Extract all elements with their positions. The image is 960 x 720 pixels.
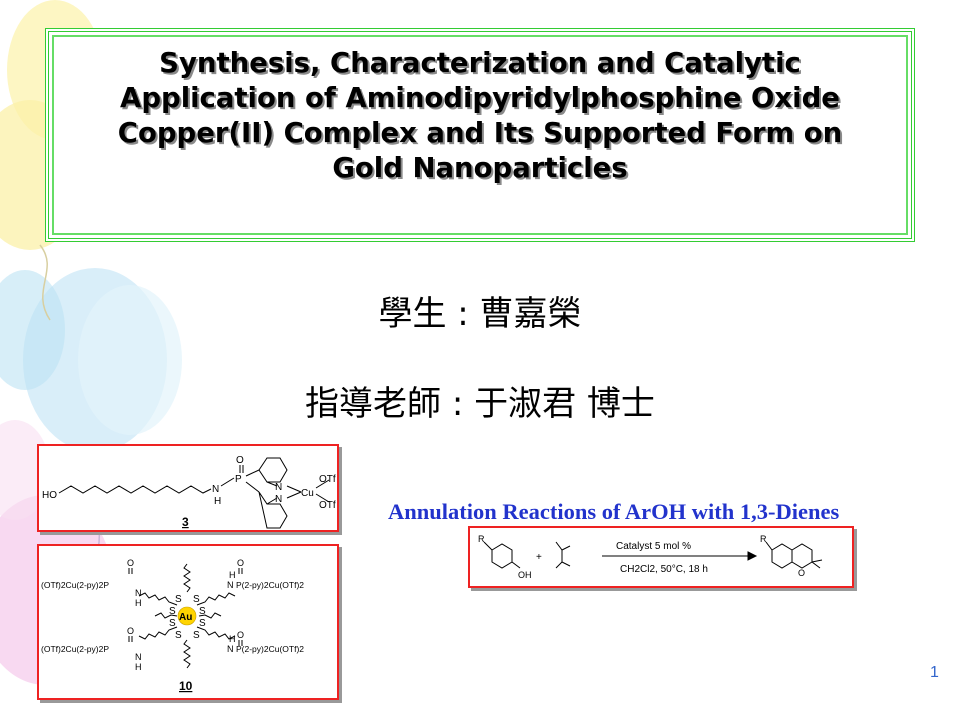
atom-h-2: H bbox=[135, 662, 142, 672]
advisor-name: 指導老師 : 于淑君 博士 bbox=[305, 384, 655, 424]
atom-o-1: O bbox=[127, 558, 134, 568]
compound-10-box: (OTf)2Cu(2-py)2P (OTf)2Cu(2-py)2P P(2-py… bbox=[37, 544, 339, 700]
left-group-2: (OTf)2Cu(2-py)2P bbox=[41, 644, 109, 654]
atom-s-5: S bbox=[169, 618, 176, 629]
atom-au: Au bbox=[179, 612, 192, 623]
atom-s-4: S bbox=[199, 606, 206, 617]
compound-10-label: 10 bbox=[179, 679, 193, 693]
atom-o-4: O bbox=[237, 630, 244, 640]
atom-s-7: S bbox=[175, 630, 182, 641]
right-group-2: P(2-py)2Cu(OTf)2 bbox=[236, 644, 304, 654]
plus-sign: + bbox=[536, 552, 542, 563]
title-line-3: Copper(II) Complex and Its Supported For… bbox=[117, 117, 843, 149]
compound-3-box: HO N H P O N N Cu OTf OTf 3 bbox=[37, 444, 339, 532]
compound-10-structure: (OTf)2Cu(2-py)2P (OTf)2Cu(2-py)2P P(2-py… bbox=[41, 558, 304, 693]
atom-o-3: O bbox=[237, 558, 244, 568]
atom-o: O bbox=[236, 455, 244, 466]
atom-h-1: H bbox=[135, 598, 142, 608]
slide-title: Synthesis, Characterization and Catalyti… bbox=[61, 46, 899, 186]
atom-h-3: H bbox=[229, 570, 236, 580]
compound-3-structure: HO N H P O N N Cu OTf OTf 3 bbox=[42, 455, 336, 529]
conditions-label: CH2Cl2, 50°C, 18 h bbox=[620, 564, 708, 575]
title-line-2: Application of Aminodipyridylphosphine O… bbox=[120, 82, 840, 114]
atom-otf-1: OTf bbox=[319, 474, 336, 485]
atom-cu: Cu bbox=[301, 488, 314, 499]
student-name: 學生 : 曹嘉榮 bbox=[378, 294, 582, 334]
gold-core bbox=[177, 606, 197, 626]
atom-n-py2: N bbox=[275, 494, 282, 505]
atom-n-1: N bbox=[135, 588, 142, 598]
title-line-4: Gold Nanoparticles bbox=[332, 152, 628, 184]
reaction-scheme-box: R OH + Catalyst 5 mol % CH2Cl2, 50°C, 18… bbox=[468, 526, 854, 588]
atom-p: P bbox=[235, 474, 242, 485]
atom-n-4: N bbox=[227, 644, 234, 654]
atom-n-py1: N bbox=[275, 482, 282, 493]
right-group-1: P(2-py)2Cu(OTf)2 bbox=[236, 580, 304, 590]
atom-n-2: N bbox=[135, 652, 142, 662]
atom-ho: HO bbox=[42, 490, 57, 501]
compound-3-label: 3 bbox=[182, 515, 189, 529]
title-line-1: Synthesis, Characterization and Catalyti… bbox=[159, 47, 801, 79]
atom-otf-2: OTf bbox=[319, 500, 336, 511]
atom-s-1: S bbox=[175, 594, 182, 605]
atom-n-3: N bbox=[227, 580, 234, 590]
atom-n: N bbox=[212, 484, 219, 495]
atom-s-3: S bbox=[169, 606, 176, 617]
page-number: 1 bbox=[930, 664, 939, 681]
atom-s-2: S bbox=[193, 594, 200, 605]
atom-o-2: O bbox=[127, 626, 134, 636]
reaction-scheme: R OH + Catalyst 5 mol % CH2Cl2, 50°C, 18… bbox=[478, 534, 823, 580]
r-right: R bbox=[760, 534, 767, 544]
atom-h-4: H bbox=[229, 634, 236, 644]
r-left: R bbox=[478, 534, 485, 544]
atom-h: H bbox=[214, 496, 221, 507]
oh-group: OH bbox=[518, 570, 532, 580]
atom-s-8: S bbox=[193, 630, 200, 641]
atom-s-6: S bbox=[199, 618, 206, 629]
o-ring: O bbox=[798, 568, 805, 578]
title-box: Synthesis, Characterization and Catalyti… bbox=[45, 28, 915, 242]
left-group-1: (OTf)2Cu(2-py)2P bbox=[41, 580, 109, 590]
reaction-title: Annulation Reactions of ArOH with 1,3-Di… bbox=[388, 499, 840, 524]
catalyst-label: Catalyst 5 mol % bbox=[616, 541, 691, 552]
